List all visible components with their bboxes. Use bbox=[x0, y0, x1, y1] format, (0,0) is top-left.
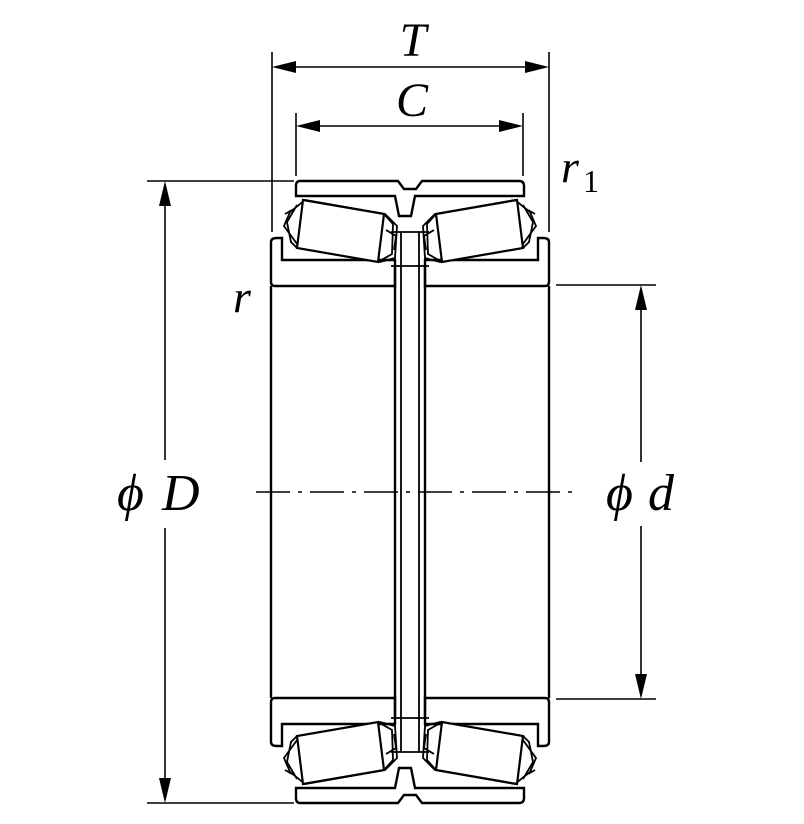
roller-row-lower-left bbox=[282, 720, 399, 786]
dimension-C-label: C bbox=[396, 74, 429, 127]
bearing-body bbox=[269, 179, 551, 805]
phiD-symbol-label: ϕ bbox=[117, 465, 144, 522]
r1-subscript-label: 1 bbox=[583, 163, 599, 199]
r-label: r bbox=[233, 271, 252, 322]
dimension-C: C bbox=[295, 74, 524, 176]
roller-row-upper-left bbox=[282, 198, 399, 264]
dimension-phid: ϕ d bbox=[556, 284, 675, 700]
phid-letter-label: d bbox=[648, 465, 675, 522]
phid-symbol-label: ϕ bbox=[606, 465, 633, 522]
r1-base-label: r bbox=[561, 141, 580, 192]
dimension-T-label: T bbox=[400, 14, 430, 67]
dimension-phiD: ϕ D bbox=[117, 180, 294, 804]
r1-label: r 1 bbox=[561, 141, 599, 199]
phiD-letter-label: D bbox=[161, 465, 200, 522]
roller-row-upper-right bbox=[421, 198, 538, 264]
roller-row-lower-right bbox=[421, 720, 538, 786]
dimension-T: T bbox=[271, 14, 550, 232]
